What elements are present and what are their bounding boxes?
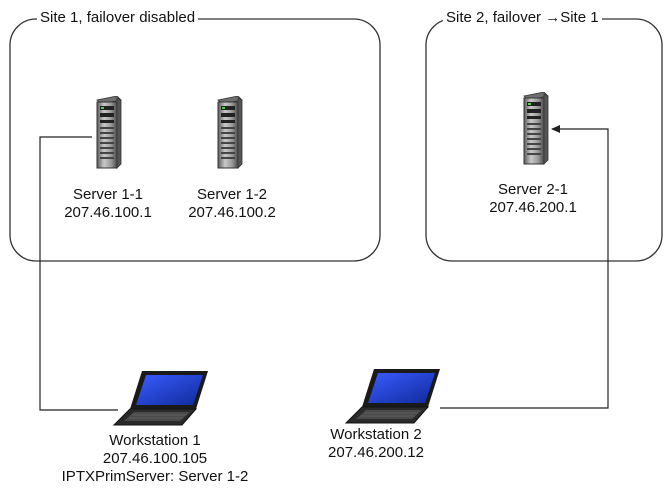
server-2-1-icon: [523, 92, 549, 165]
arrow-head-icon: [551, 125, 560, 133]
server-2-1-name: Server 2-1: [497, 181, 569, 198]
site-1-box: [9, 18, 381, 262]
server-1-1-ip: 207.46.100.1: [64, 204, 152, 221]
server-1-2-icon: [217, 96, 243, 169]
workstation-1-name: Workstation 1: [109, 432, 201, 449]
workstation-1-ip: 207.46.100.105: [102, 450, 208, 467]
site-2-title: Site 2, failover →Site 1: [443, 9, 602, 27]
workstation-2-name: Workstation 2: [330, 426, 422, 443]
server-1-2-ip: 207.46.100.2: [188, 204, 276, 221]
workstation-1-note: IPTXPrimServer: Server 1-2: [61, 468, 249, 485]
workstation-2-laptop-icon: [345, 368, 441, 424]
server-1-1-name: Server 1-1: [72, 186, 144, 203]
server-1-2-name: Server 1-2: [196, 186, 268, 203]
link-workstation-1-server-1-1: [39, 136, 118, 411]
server-1-1-icon: [96, 96, 122, 169]
workstation-1-laptop-icon: [113, 370, 209, 426]
link-workstation-2-server-2-1: [440, 128, 609, 409]
site-1-title: Site 1, failover disabled: [37, 9, 199, 27]
workstation-2-ip: 207.46.200.12: [328, 444, 424, 461]
server-2-1-ip: 207.46.200.1: [489, 199, 577, 216]
